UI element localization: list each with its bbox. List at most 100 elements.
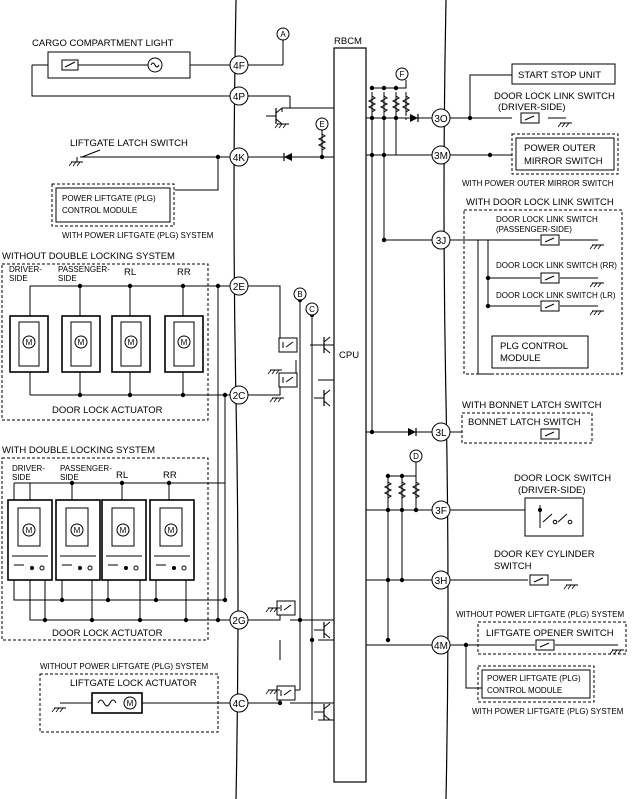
motor-icon: M [181,338,188,347]
actuator-unit-rl: M [111,286,151,395]
plg-module-box [481,669,591,699]
with-dlls-dashed-box [463,209,623,375]
door-lock-link-switch-icon [520,112,540,124]
solenoid-icon [97,699,117,707]
plg-system-dashed-box [51,183,175,227]
ground-symbol [589,282,605,288]
with-mirror-switch-caption: WITH POWER OUTER MIRROR SWITCH [462,179,614,188]
ground-symbol [68,161,84,167]
dlls-passenger-label: DOOR LOCK LINK SWITCH [496,215,598,224]
rbcm-label: RBCM [334,36,362,47]
ground-symbol [589,244,605,250]
key-cylinder-switch-icon [529,574,549,586]
bonnet-latch-switch-icon [540,428,560,440]
connector-4K: 4K [229,147,249,167]
actuator-label: DRIVER- [12,464,45,473]
plg-module-label: POWER LIFTGATE (PLG) [62,194,156,203]
svg-text:4M: 4M [434,641,448,652]
dlls-driver-label: DOOR LOCK LINK SWITCH [494,91,615,102]
connector-3L: 3L [431,422,451,442]
actuator-label: RR [163,470,177,481]
svg-text:B: B [297,290,302,299]
plg-module-label: CONTROL MODULE [487,686,562,695]
actuator-label: RR [177,267,191,278]
svg-text:E: E [319,120,324,129]
connector-4C: 4C [229,693,249,713]
ground-symbol [609,649,625,655]
reference-A: A [276,27,290,41]
key-cylinder-label: SWITCH [494,561,532,572]
door-lock-actuator-label: DOOR LOCK ACTUATOR [52,628,163,639]
cargo-light-label: CARGO COMPARTMENT LIGHT [32,38,174,49]
svg-text:C: C [309,305,315,314]
plg-module-dashed-box [477,665,595,703]
motor-icon: M [74,526,81,535]
dl-actuator-unit-passenger: M [55,499,101,581]
actuator-unit-passenger: M [61,286,101,395]
dl-actuator-unit-rr: M [149,499,195,581]
svg-text:4K: 4K [233,153,246,164]
svg-text:3J: 3J [436,236,447,247]
svg-text:3F: 3F [435,506,447,517]
diode-symbol [409,113,419,123]
door-lock-link-switch-icon [540,272,560,284]
with-plg-caption: WITH POWER LIFTGATE (PLG) SYSTEM [472,707,624,716]
actuator-label: DRIVER- [9,265,42,274]
door-lock-actuator-label: DOOR LOCK ACTUATOR [52,405,163,416]
svg-text:3M: 3M [434,151,448,162]
rbcm-module-body [333,47,367,783]
svg-text:4P: 4P [233,92,246,103]
dls-driver-label: DOOR LOCK SWITCH [514,473,611,484]
relay-symbol [278,337,298,353]
with-double-locking-caption: WITH DOUBLE LOCKING SYSTEM [2,445,155,456]
plg-control-module-label: MODULE [500,353,541,364]
key-cylinder-label: DOOR KEY CYLINDER [494,549,595,560]
svg-text:3O: 3O [434,114,448,125]
connector-3M: 3M [431,145,451,165]
plg-system-caption: WITH POWER LIFTGATE (PLG) SYSTEM [62,231,214,240]
reference-F: F [395,67,409,81]
bulb-filament [150,62,160,68]
connector-3F: 3F [431,500,451,520]
bonnet-latch-switch-label: BONNET LATCH SWITCH [468,417,581,428]
door-lock-link-switch-icon [540,234,560,246]
without-double-locking-box [1,263,209,421]
dlls-rr-label: DOOR LOCK LINK SWITCH (RR) [496,261,617,270]
mirror-switch-label: POWER OUTER [524,143,596,154]
liftgate-latch-switch-label: LIFTGATE LATCH SWITCH [70,138,188,149]
dl-actuator-unit-driver: M [7,499,53,581]
svg-text:4C: 4C [233,699,246,710]
ground-symbol [557,122,573,128]
transistor-symbol [313,621,331,639]
connector-4P: 4P [229,86,249,106]
with-double-locking-box [1,457,209,641]
door-lock-switch-icon [537,505,573,528]
actuator-unit-rr: M [164,286,204,395]
ground-symbol [589,310,605,316]
plg-control-module-label: PLG CONTROL [500,341,568,352]
start-stop-unit-label: START STOP UNIT [518,70,601,81]
ground-symbol [269,397,285,403]
ground-symbol [563,584,579,590]
svg-text:3L: 3L [435,428,447,439]
dl-actuator-unit-rl: M [101,499,147,581]
actuator-label: SIDE [9,274,28,283]
connector-4F: 4F [229,55,249,75]
reference-C: C [305,302,319,316]
plg-module-label: POWER LIFTGATE (PLG) [487,674,581,683]
liftgate-opener-switch-label: LIFTGATE OPENER SWITCH [486,628,614,639]
motor-icon: M [26,338,33,347]
motor-icon: M [168,526,175,535]
svg-text:2C: 2C [233,391,246,402]
mirror-switch-dashed-box [511,133,619,175]
plg-module-label: CONTROL MODULE [62,206,137,215]
dlls-lr-label: DOOR LOCK LINK SWITCH (LR) [496,291,616,300]
actuator-label: RL [124,267,136,278]
dls-driver-label: (DRIVER-SIDE) [518,485,586,496]
latch-switch-contact [81,149,101,158]
svg-text:4F: 4F [233,61,245,72]
switch-contact [64,61,76,68]
ground-symbol [274,123,290,129]
actuator-label: SIDE [60,473,79,482]
